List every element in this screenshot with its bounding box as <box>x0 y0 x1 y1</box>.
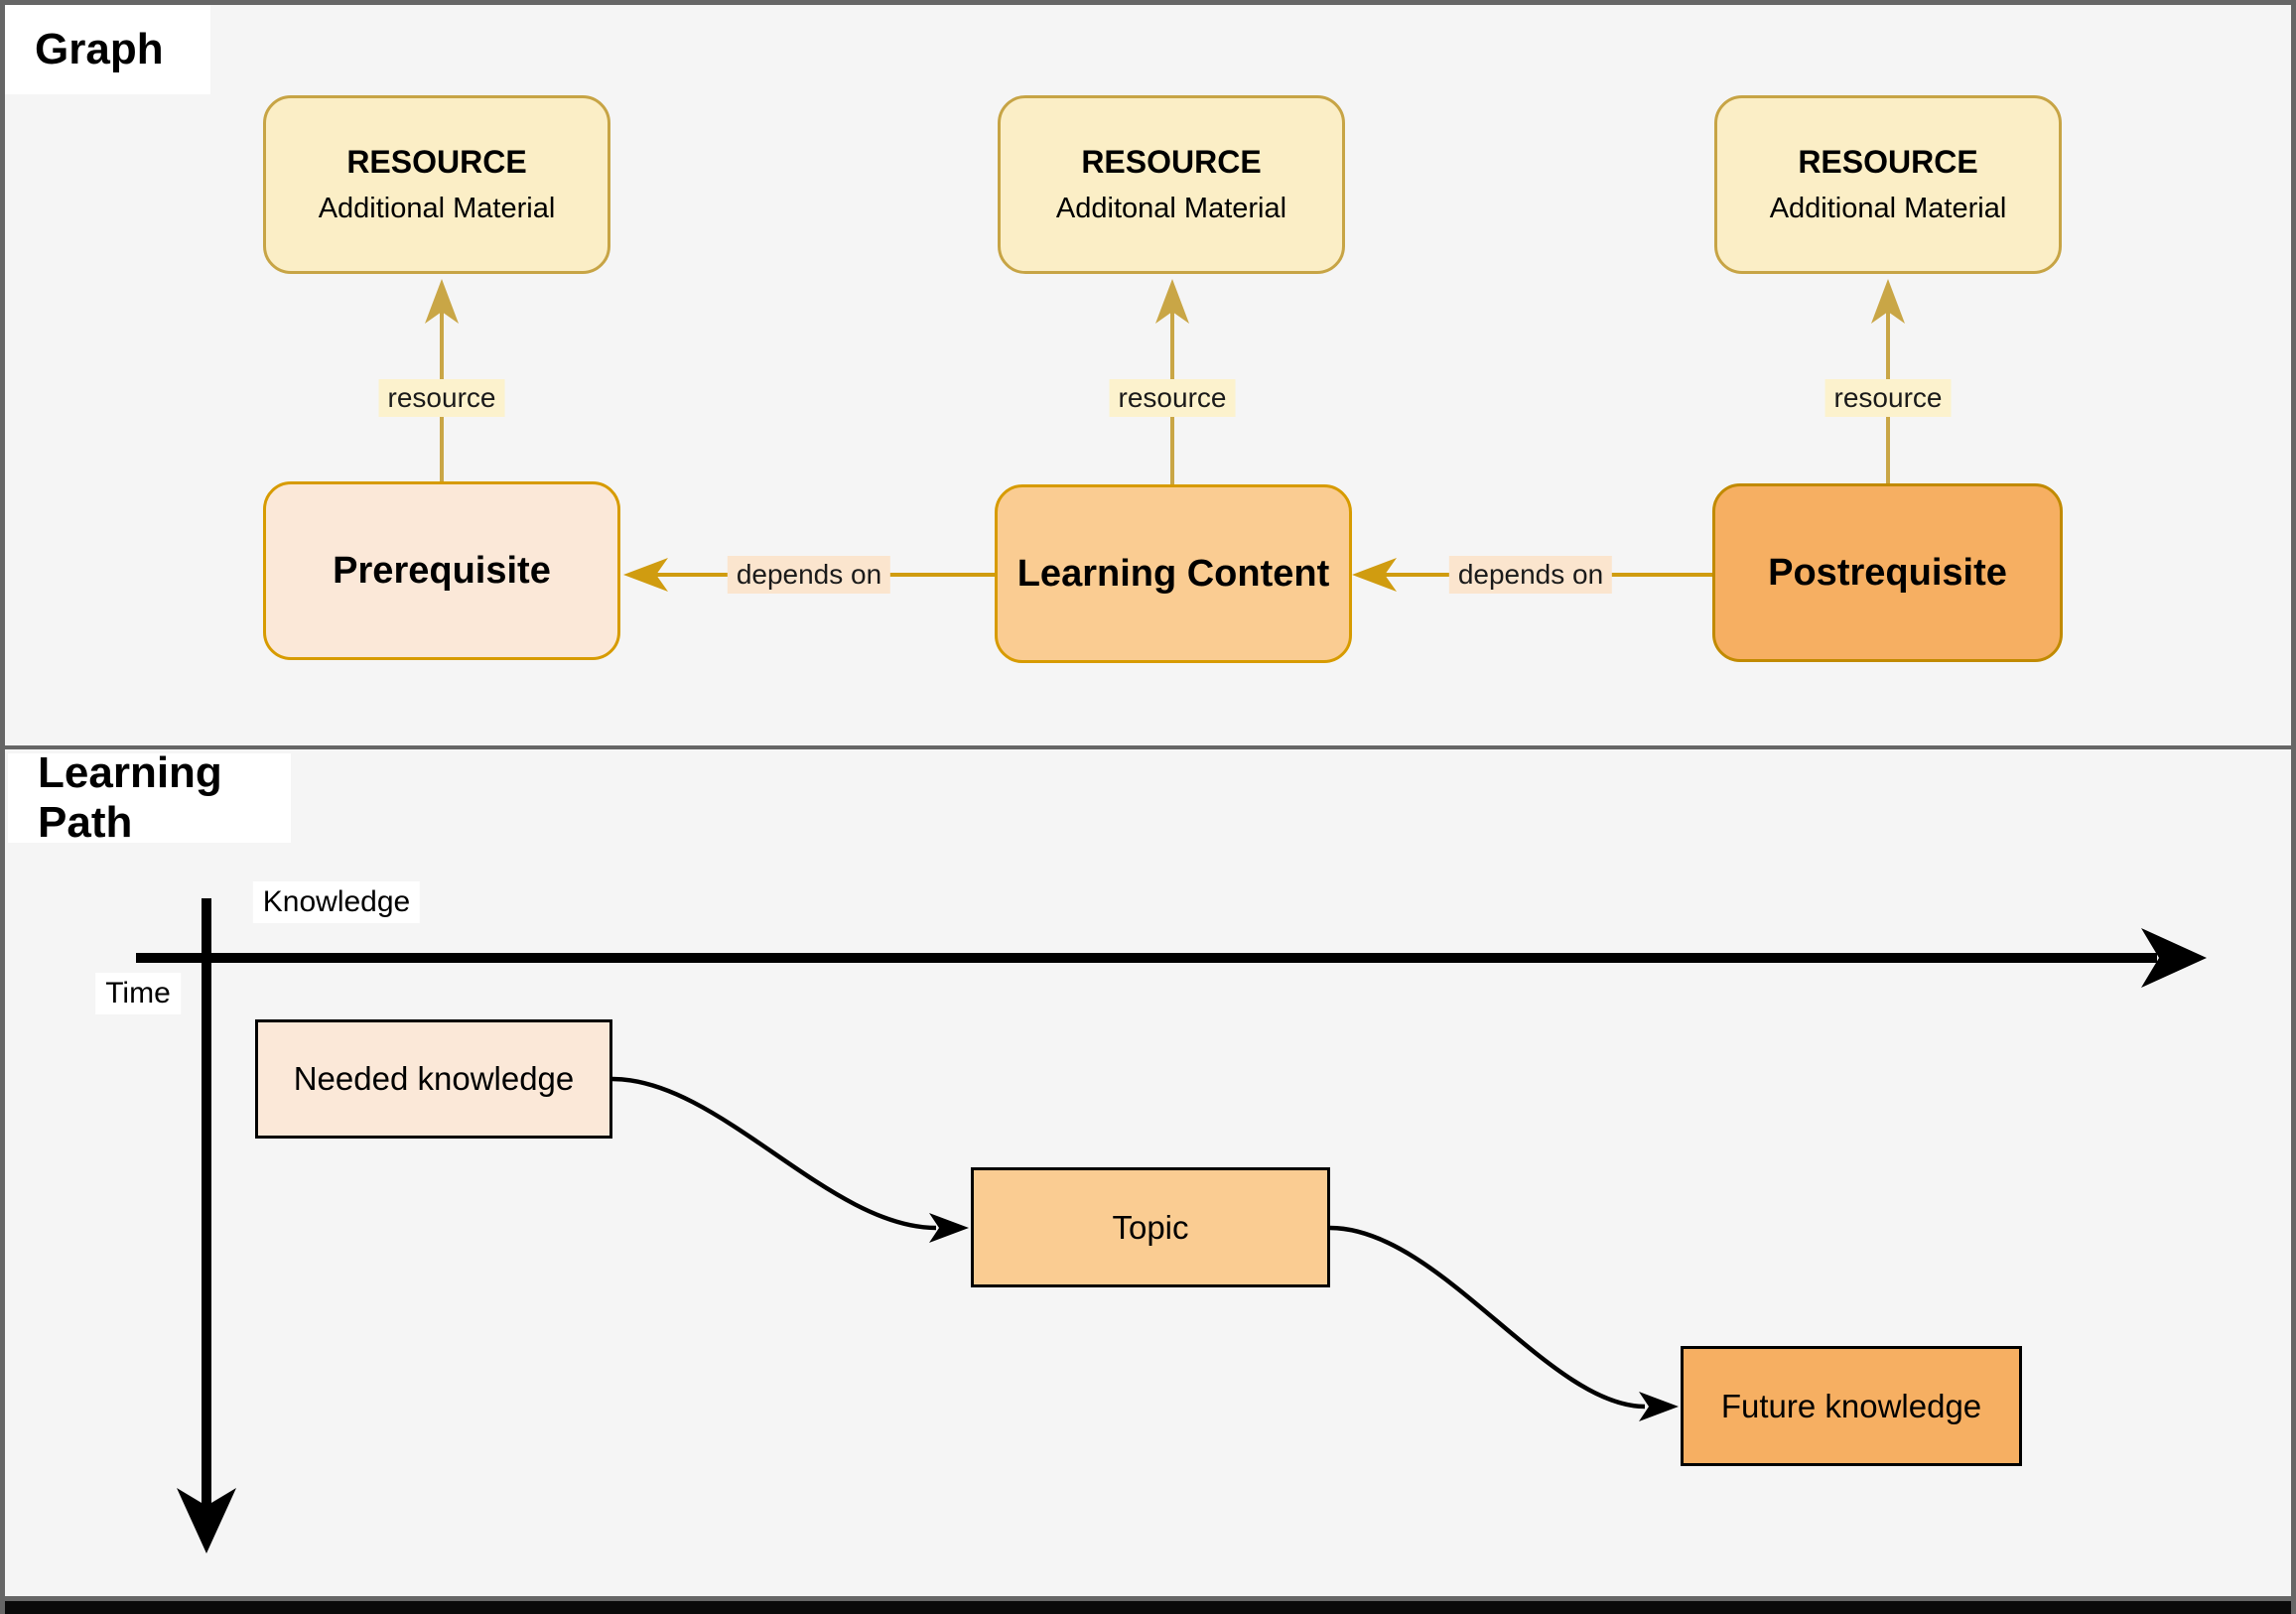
node-postrequisite: Postrequisite <box>1712 483 2063 662</box>
arrowhead-right-icon <box>929 1213 969 1243</box>
arrowhead-up-icon <box>1871 279 1905 324</box>
node-learning-content: Learning Content <box>995 484 1352 663</box>
learning-path-section-title-text: Learning Path <box>38 748 222 847</box>
edge-label-resource-3: resource <box>1824 379 1952 417</box>
arrowhead-right-icon <box>2141 928 2207 988</box>
edge-label-resource-1: resource <box>378 379 505 417</box>
arrowhead-up-icon <box>1155 279 1189 324</box>
knowledge-axis-label: Knowledge <box>252 881 421 923</box>
resource-node-title: RESOURCE <box>1081 144 1262 180</box>
resource-node-subtitle: Additional Material <box>318 193 556 224</box>
node-prerequisite: Prerequisite <box>263 481 620 660</box>
resource-node-title: RESOURCE <box>346 144 527 180</box>
step-needed-knowledge: Needed knowledge <box>255 1019 612 1139</box>
resource-node-2: RESOURCE Additonal Material <box>998 95 1345 274</box>
learning-path-section-title: Learning Path <box>8 748 291 847</box>
arrowhead-right-icon <box>1639 1392 1679 1421</box>
node-prerequisite-label: Prerequisite <box>333 549 551 592</box>
graph-section-title-text: Graph <box>35 25 164 73</box>
step-needed-knowledge-label: Needed knowledge <box>293 1060 575 1097</box>
step-future-knowledge: Future knowledge <box>1681 1346 2022 1466</box>
learning-path-graphics-layer <box>136 898 2207 1553</box>
connector-topic-to-future <box>1329 1225 1679 1421</box>
arrowhead-left-icon <box>623 558 668 592</box>
resource-node-1: RESOURCE Additional Material <box>263 95 610 274</box>
step-future-knowledge-label: Future knowledge <box>1720 1387 1982 1424</box>
time-axis-label: Time <box>95 973 181 1014</box>
resource-node-3: RESOURCE Additional Material <box>1714 95 2062 274</box>
step-topic: Topic <box>971 1167 1330 1287</box>
edge-label-resource-2: resource <box>1109 379 1236 417</box>
knowledge-axis <box>136 928 2207 988</box>
bottom-black-bar <box>5 1601 2291 1614</box>
node-postrequisite-label: Postrequisite <box>1768 551 2007 594</box>
graph-section-title: Graph <box>5 5 210 94</box>
resource-node-subtitle: Additional Material <box>1769 193 2007 224</box>
resource-node-subtitle: Additonal Material <box>1055 193 1287 224</box>
time-axis <box>177 898 236 1553</box>
learning-path-section: Learning Path Knowledge Time Needed know… <box>5 748 2291 1597</box>
arrowhead-left-icon <box>1352 558 1397 592</box>
graph-section: Graph RESOURCE Additional Material RESOU… <box>5 5 2291 749</box>
node-learning-content-label: Learning Content <box>1016 552 1330 595</box>
edge-label-depends-on-1: depends on <box>727 556 891 594</box>
resource-node-title: RESOURCE <box>1798 144 1978 180</box>
connector-needed-to-topic <box>611 1076 969 1243</box>
arrowhead-down-icon <box>177 1488 236 1553</box>
arrowhead-up-icon <box>425 279 459 324</box>
step-topic-label: Topic <box>1112 1208 1189 1246</box>
bottom-frame-line <box>5 1596 2291 1601</box>
edge-label-depends-on-2: depends on <box>1448 556 1613 594</box>
